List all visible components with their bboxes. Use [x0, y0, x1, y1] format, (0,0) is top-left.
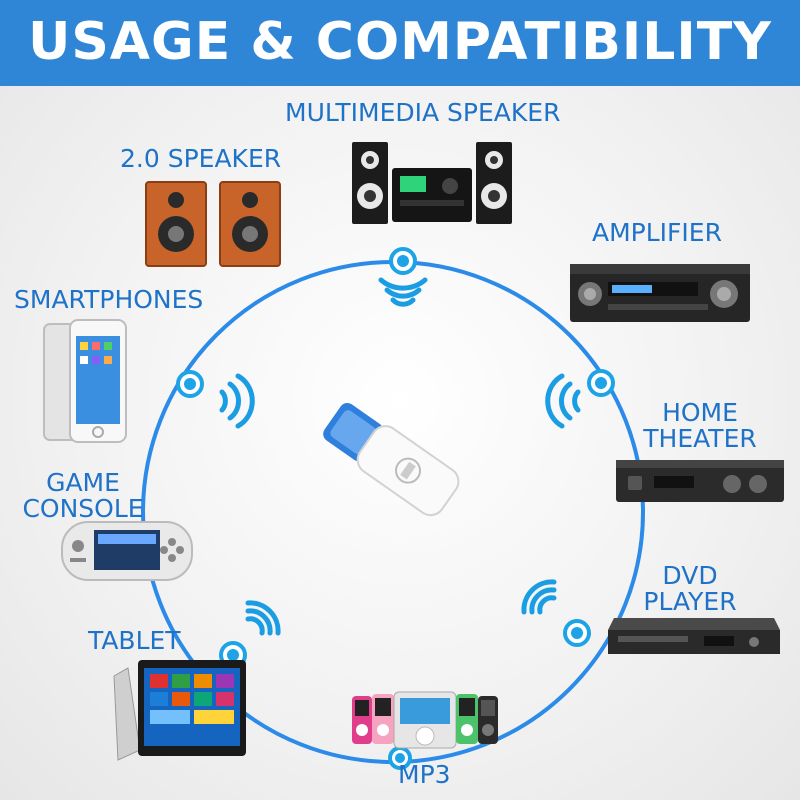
stereo-speaker-icon [145, 181, 281, 267]
label-dvd-player-line2: PLAYER [643, 587, 737, 616]
label-2-0-speaker: 2.0 SPEAKER [120, 144, 282, 173]
amplifier-icon [570, 264, 750, 322]
label-tablet: TABLET [88, 626, 181, 655]
ring-node [587, 369, 615, 397]
label-game-console: GAME CONSOLE [8, 470, 158, 522]
label-amplifier: AMPLIFIER [592, 218, 722, 247]
wifi-signal-icon [245, 600, 281, 636]
ring-node [563, 619, 591, 647]
smartphone-icon [43, 319, 127, 443]
wifi-signal-icon [219, 373, 255, 429]
ring-node [389, 247, 417, 275]
label-home-theater-line1: HOME [662, 398, 738, 427]
wifi-signal-icon [521, 579, 557, 615]
bluetooth-usb-dongle-icon [323, 402, 460, 517]
game-console-icon [61, 521, 193, 581]
multimedia-speaker-icon [352, 142, 512, 224]
label-game-console-line2: CONSOLE [22, 494, 144, 523]
tablet-icon [113, 660, 246, 761]
label-mp3: MP3 [398, 760, 451, 789]
title-banner: USAGE & COMPATIBILITY [0, 0, 800, 86]
label-dvd-player: DVD PLAYER [630, 563, 750, 615]
label-multimedia-speaker: MULTIMEDIA SPEAKER [285, 98, 561, 127]
wifi-signal-icon [378, 277, 428, 307]
label-smartphones: SMARTPHONES [14, 285, 204, 314]
mp3-player-icon [352, 691, 498, 749]
label-game-console-line1: GAME [46, 468, 120, 497]
label-home-theater: HOME THEATER [630, 400, 770, 452]
page-title: USAGE & COMPATIBILITY [28, 12, 772, 72]
dvd-player-icon [608, 618, 780, 654]
wifi-signal-icon [545, 373, 581, 429]
label-dvd-player-line1: DVD [662, 561, 718, 590]
home-theater-icon [616, 460, 784, 502]
label-home-theater-line2: THEATER [643, 424, 757, 453]
ring-node [176, 370, 204, 398]
